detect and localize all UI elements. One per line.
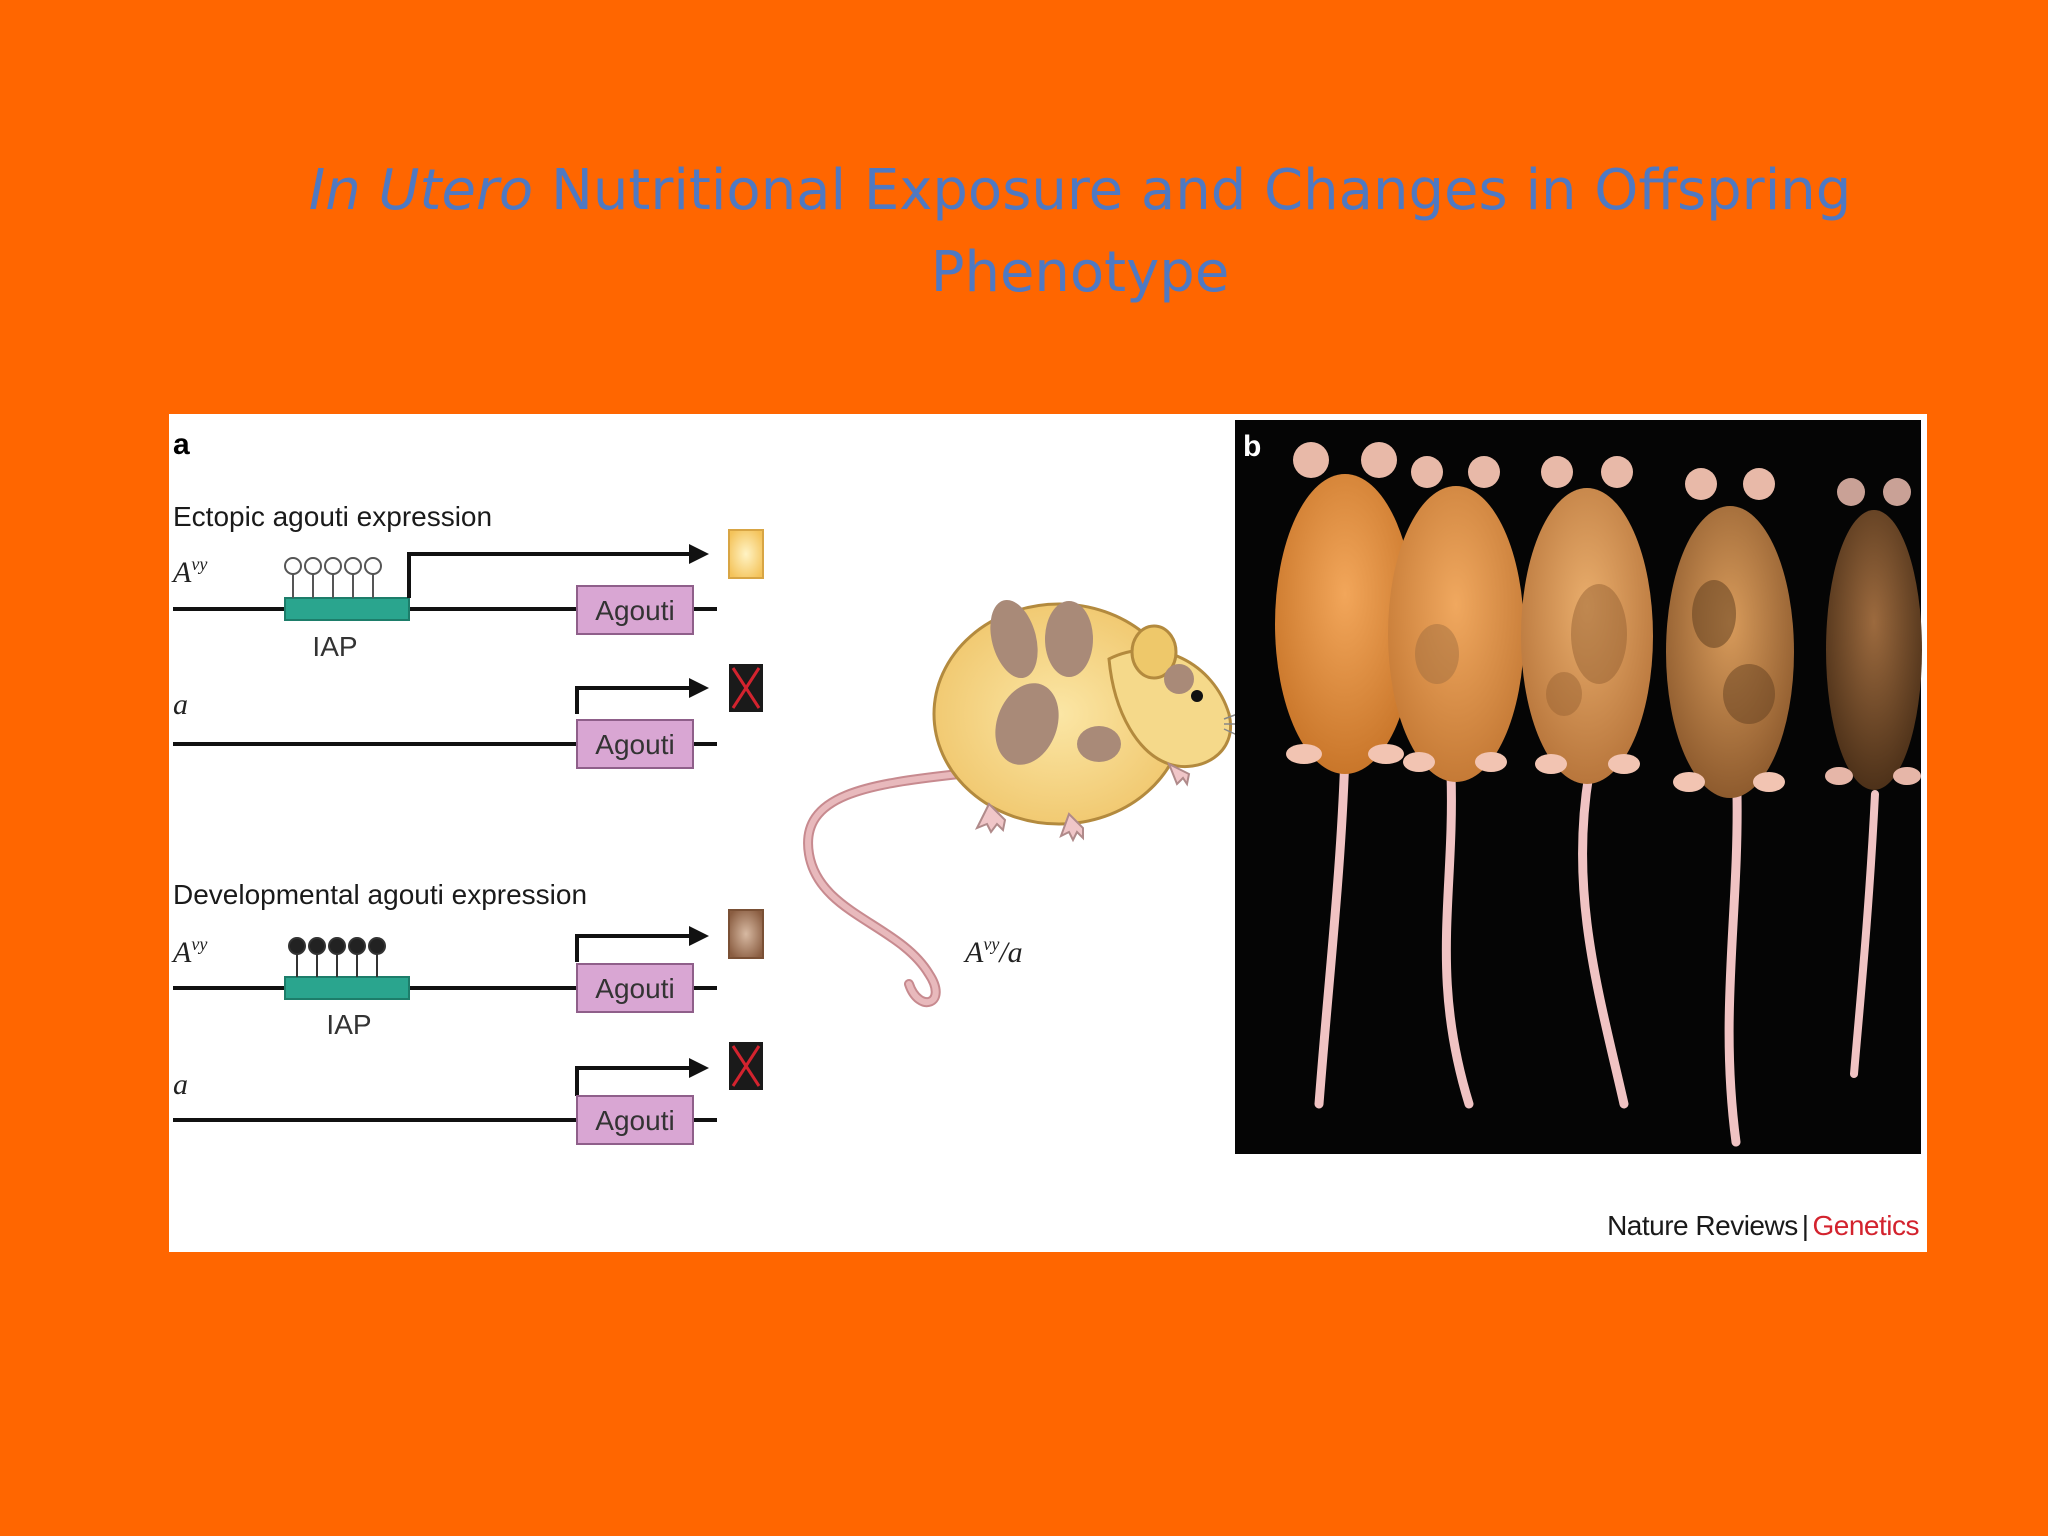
agouti-gene-box [576,963,694,1013]
mouse-tails [1314,749,1879,1147]
panel-a-letter: a [173,428,190,461]
brown-coat-swatch [728,909,764,959]
mouse-heavily-mottled [1666,468,1794,798]
mouse-mottled [1521,456,1653,784]
iap-element [284,597,410,621]
mottled-mouse-illustration: Avy/a [803,599,1261,1008]
mouse-slightly-mottled [1388,456,1524,782]
allele-avy-label: Avy [171,934,207,969]
figure-credit: Nature Reviews|Genetics [1607,1210,1919,1242]
agouti-gene-label: Agouti [595,729,674,760]
title-italic: In Utero [308,158,534,223]
slide-title: In Utero Nutritional Exposure and Change… [260,150,1900,314]
mouse-ear [1130,624,1178,680]
no-expression-x-icon [729,664,763,712]
title-rest: Nutritional Exposure and Changes in Offs… [533,158,1852,305]
mouse-yellow [1275,442,1415,774]
allele-a-label: a [173,1068,188,1101]
agouti-gene-label: Agouti [595,973,674,1004]
panel-b-photo: b [1235,420,1922,1154]
agouti-gene-box [576,719,694,769]
iap-element [284,976,410,1000]
mouse-pseudoagouti [1825,478,1922,790]
credit-separator: | [1801,1210,1809,1241]
agouti-gene-box [576,1095,694,1145]
transcription-arrow [407,552,689,598]
no-expression-x-icon [729,1042,763,1090]
iap-label: IAP [312,631,357,662]
row-a-developmental: a Agouti [173,1042,763,1145]
allele-a-label: a [173,688,188,721]
mouse-genotype-label: Avy/a [963,934,1023,969]
developmental-heading: Developmental agouti expression [173,879,587,910]
mouse-eye [1191,690,1203,702]
row-a-ectopic: a Agouti [173,664,763,769]
mouse-tail [803,769,964,1008]
allele-avy-label: Avy [171,554,207,589]
credit-section: Genetics [1812,1210,1920,1241]
agouti-gene-label: Agouti [595,1105,674,1136]
mouse-feet [974,761,1191,843]
unmethylated-cpg-lollipops [284,557,382,598]
row-avy-developmental: Avy IAP Agouti [171,909,764,1040]
yellow-coat-swatch [728,529,764,579]
agouti-gene-label: Agouti [595,595,674,626]
panel-b-letter: b [1243,430,1261,463]
credit-journal: Nature Reviews [1607,1210,1798,1241]
methylated-cpg-lollipops [288,937,386,977]
figure-diagram: a Ectopic agouti expression Developmenta… [171,420,1922,1154]
agouti-gene-box [576,585,694,635]
iap-label: IAP [326,1009,371,1040]
row-avy-ectopic: Avy IAP Agouti [171,529,764,662]
ectopic-heading: Ectopic agouti expression [173,501,492,532]
figure: a Ectopic agouti expression Developmenta… [169,414,1927,1252]
